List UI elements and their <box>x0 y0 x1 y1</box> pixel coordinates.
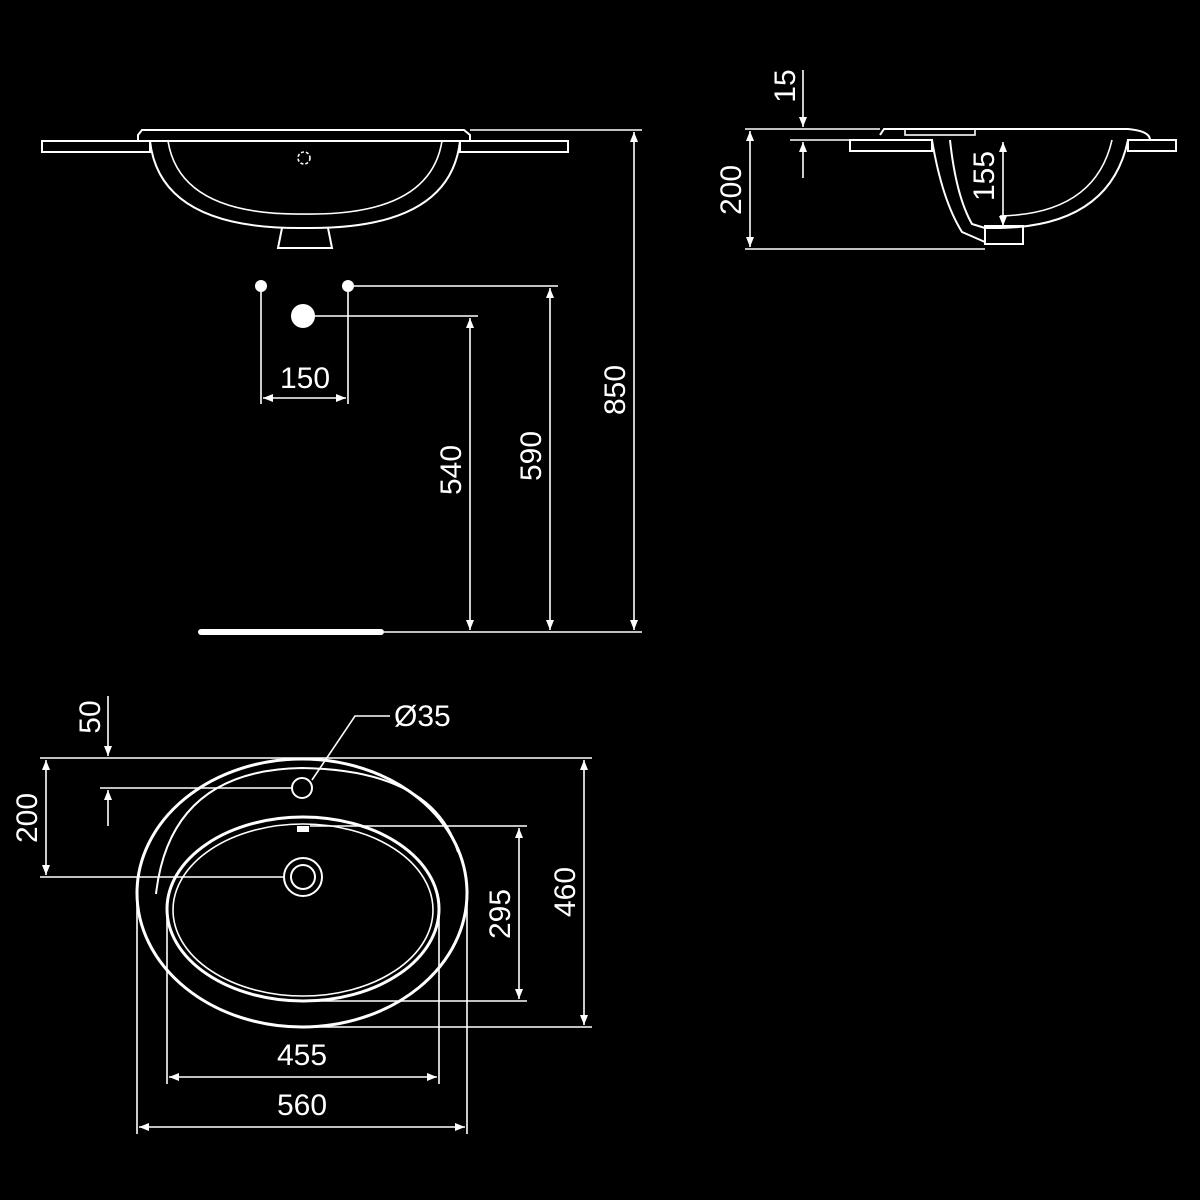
side-basin-bowl-inner <box>999 139 1113 217</box>
dim-rim-thickness: 15 <box>769 69 802 102</box>
side-basin-rim <box>879 128 1151 141</box>
countertop-left <box>41 140 151 153</box>
countertop-right <box>459 140 569 153</box>
basin-bowl-inner <box>167 140 443 215</box>
dim-waste-height: 540 <box>435 445 468 495</box>
front-view: 150 540 590 850 <box>41 129 642 635</box>
basin-inner-rim-arc <box>155 766 459 895</box>
dim-tap-hole-offset: 50 <box>74 700 107 733</box>
basin-bowl-outer <box>149 140 461 230</box>
side-view: 15 200 155 <box>715 69 1177 250</box>
top-view: Ø35 50 200 295 460 455 560 <box>11 696 592 1134</box>
side-basin-bowl <box>985 139 1129 229</box>
dim-bowl-depth: 155 <box>968 151 1001 201</box>
tap-connection-left <box>255 280 267 292</box>
waste-drain-inner <box>290 864 316 890</box>
overflow-slot <box>297 826 309 832</box>
side-overflow-channel <box>931 139 986 243</box>
dim-overall-depth: 460 <box>549 867 582 917</box>
dim-bowl-length: 295 <box>484 889 517 939</box>
side-tap-deck <box>904 128 976 136</box>
dim-tap-hole-diameter: Ø35 <box>394 700 451 733</box>
dim-tap-height: 590 <box>515 431 548 481</box>
waste-outlet <box>276 227 334 249</box>
dim-bowl-width: 455 <box>277 1039 327 1072</box>
waste-connection <box>291 304 315 328</box>
dim-waste-offset: 200 <box>11 793 44 843</box>
dim-total-height: 850 <box>599 365 632 415</box>
basin-bowl-inner <box>172 823 434 997</box>
dim-tap-spacing: 150 <box>280 362 330 395</box>
waste-drain-outer <box>283 857 323 897</box>
side-countertop-left <box>849 139 933 152</box>
basin-rim <box>137 129 471 142</box>
tap-hole <box>291 777 313 799</box>
basin-outer-rim <box>135 757 469 1029</box>
side-waste-outlet <box>984 225 1024 245</box>
side-countertop-right <box>1127 139 1177 152</box>
floor-line <box>198 629 384 635</box>
dim-side-depth: 200 <box>715 165 748 215</box>
basin-bowl-outline <box>165 815 441 1003</box>
overflow-hole <box>297 151 311 165</box>
tap-connection-right <box>342 280 354 292</box>
dim-overall-width: 560 <box>277 1089 327 1122</box>
